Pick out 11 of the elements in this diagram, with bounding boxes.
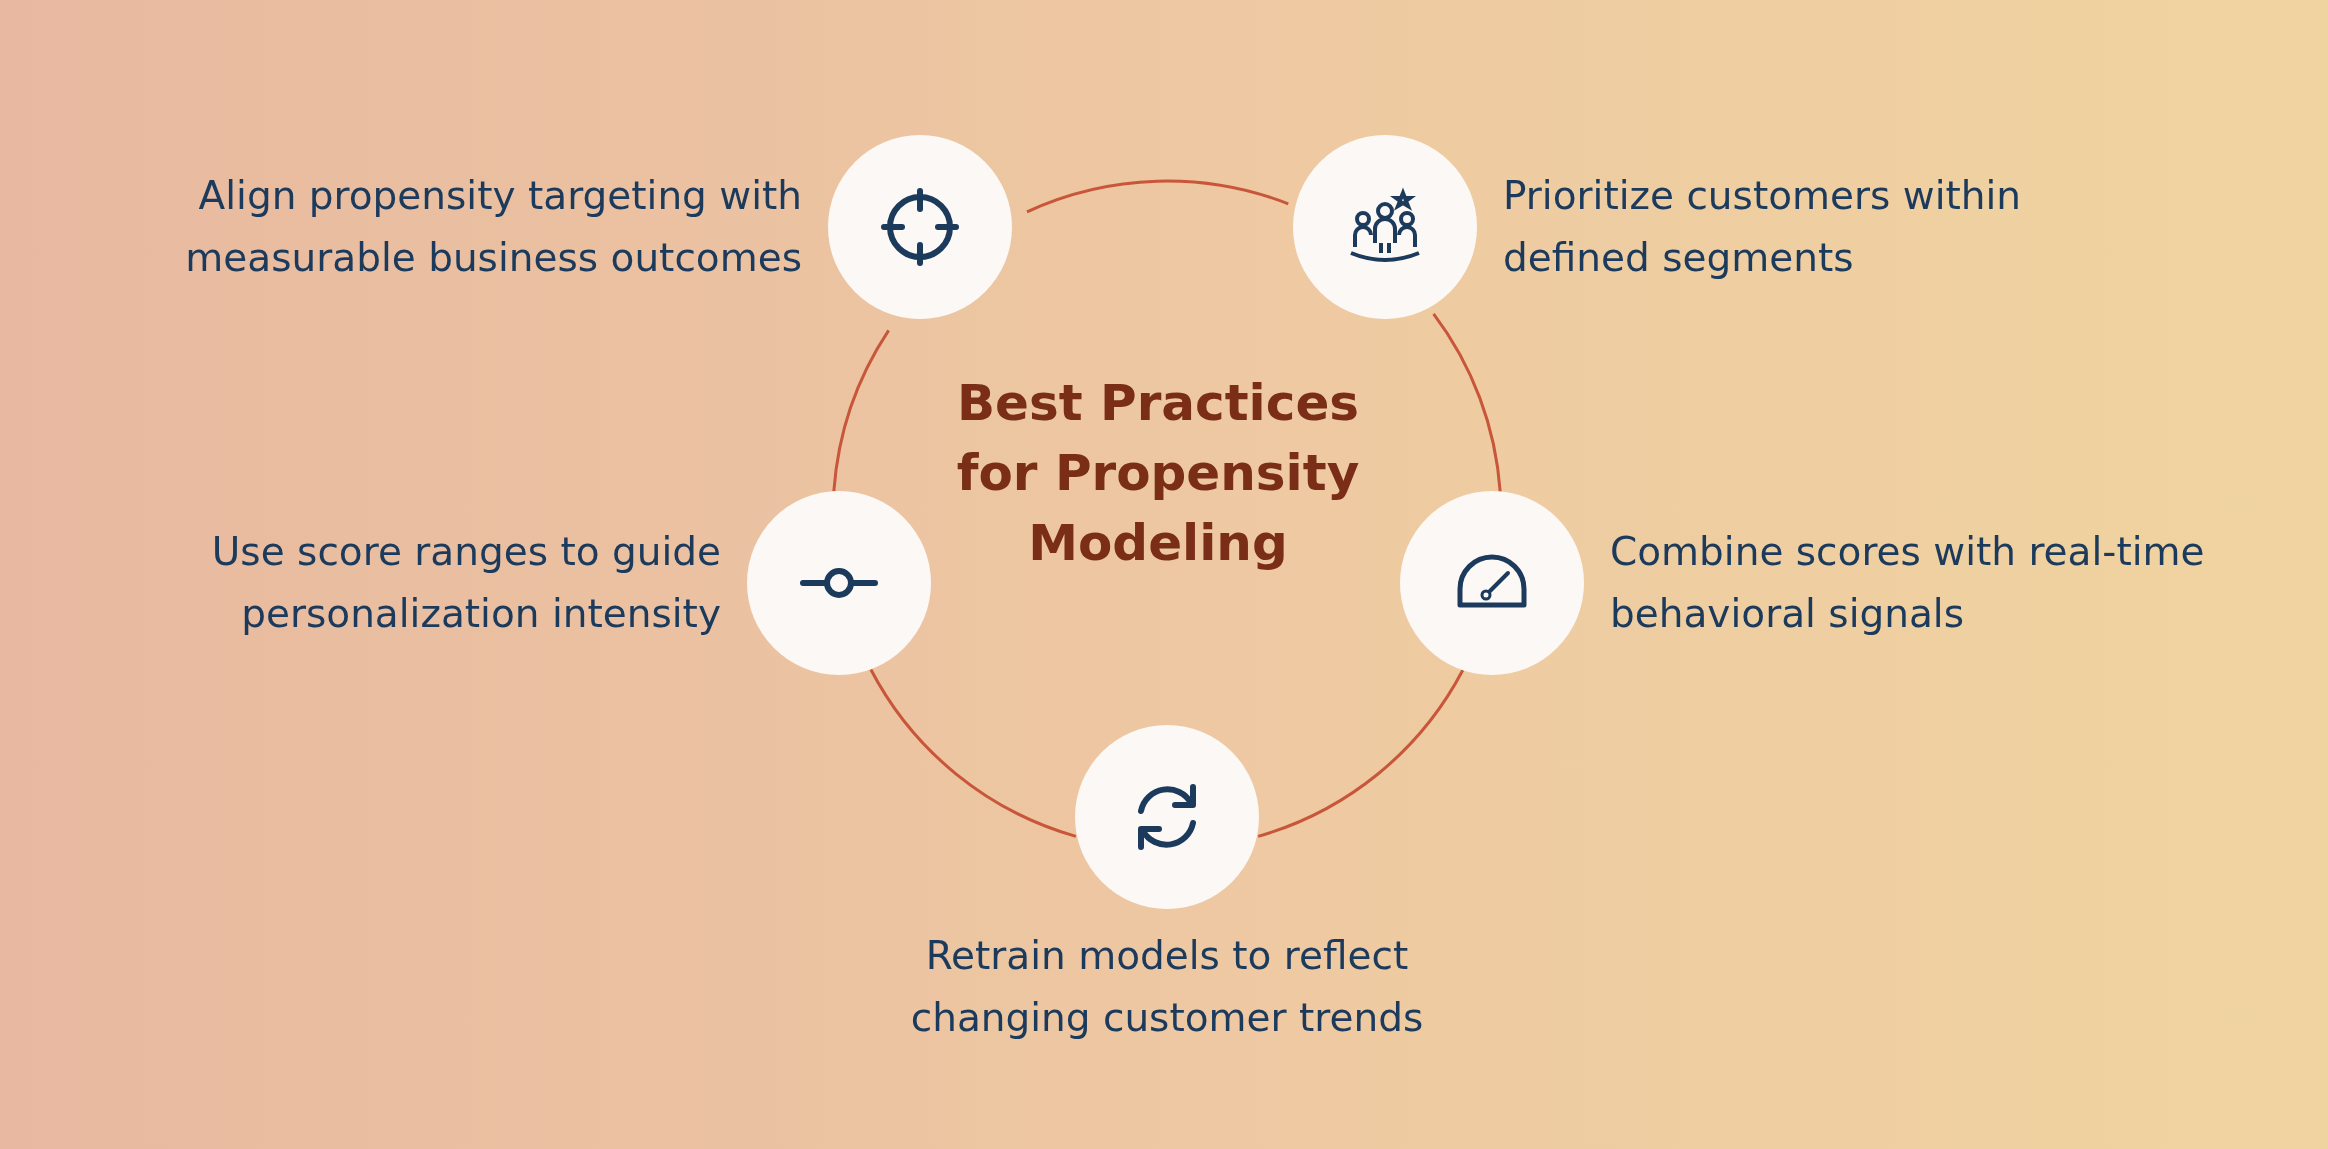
- diagram-title: Best Practices for Propensity Modeling: [955, 373, 1361, 574]
- caption-text: Prioritize customers within defined segments: [1503, 172, 2023, 282]
- ring-arc: [832, 329, 890, 492]
- ring-arc: [1026, 179, 1289, 214]
- caption-text: Use score ranges to guide personalization intensity: [210, 528, 721, 638]
- ring-arc: [1432, 312, 1502, 492]
- caption-text: Align propensity targeting with measurable business outcomes: [184, 172, 802, 282]
- ring-arc: [1257, 669, 1465, 838]
- ring-arc: [869, 668, 1077, 838]
- caption-text: Retrain models to reflect changing customer trends: [909, 932, 1425, 1042]
- caption-text: Combine scores with real-time behavioral signals: [1610, 528, 2206, 638]
